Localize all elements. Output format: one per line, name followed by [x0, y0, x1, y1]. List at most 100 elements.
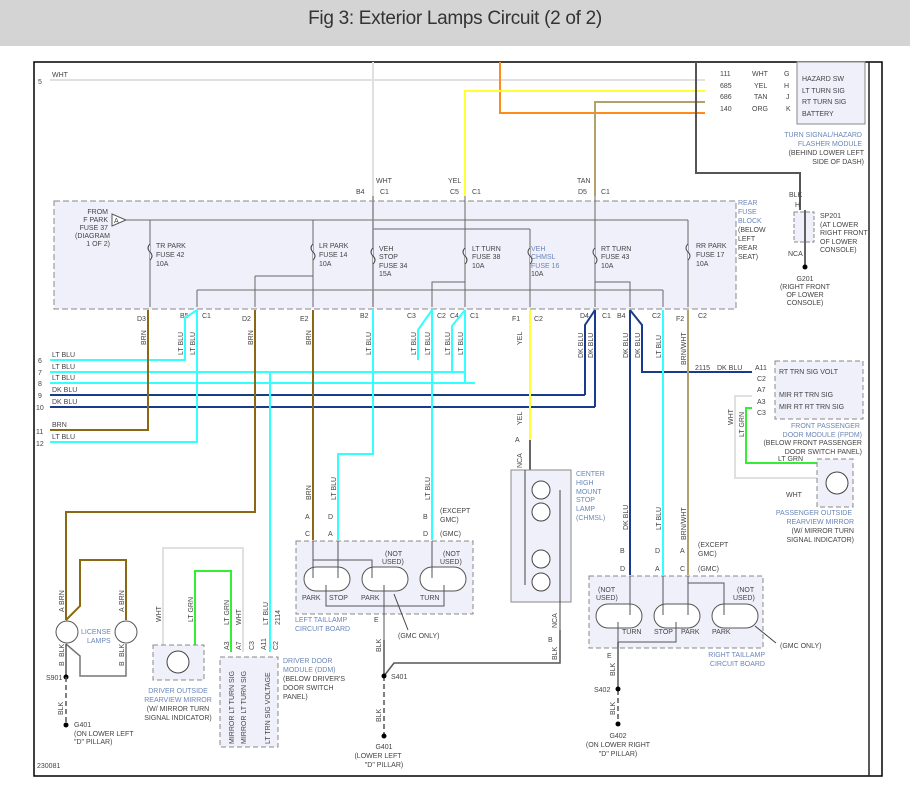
wire-brn-d2: [65, 310, 256, 620]
wire-yel: [464, 90, 705, 196]
diagram-label: A: [114, 218, 119, 225]
wire-segment: [162, 547, 244, 652]
diagram-label: OF LOWER: [786, 292, 823, 299]
diagram-label: 2115: [695, 365, 710, 372]
diagram-label: BLK: [376, 708, 383, 722]
diagram-label: LT BLU: [52, 364, 75, 371]
diagram-label: RT TURN: [601, 246, 631, 253]
diagram-label: LT TURN: [472, 246, 501, 253]
diagram-label: LAMP: [576, 506, 595, 513]
wire-segment: [754, 625, 777, 644]
wire-segment: [688, 582, 725, 615]
diagram-label: REAR: [738, 200, 757, 207]
diagram-label: TURN: [420, 595, 439, 602]
diagram-label: H: [795, 202, 800, 209]
diagram-label: F2: [676, 316, 684, 323]
diagram-label: 140: [720, 106, 732, 113]
wire-dk-blu-2115: [629, 309, 752, 373]
diagram-label: C1: [472, 189, 481, 196]
diagram-label: D4: [580, 313, 589, 320]
diagram-label: LT BLU: [52, 375, 75, 382]
diagram-label: CONSOLE): [820, 247, 857, 254]
splice-sp201: BLK H NCA SP201 (AT LOWER RIGHT FRONT OF…: [780, 192, 868, 307]
diagram-label: MODULE (DDM): [283, 667, 336, 674]
diagram-label: J: [786, 94, 790, 101]
splice-s402: [615, 686, 621, 692]
diagram-label: TURN SIGNAL/HAZARD: [784, 132, 862, 139]
diagram-label: A11: [261, 638, 268, 650]
page-title: Fig 3: Exterior Lamps Circuit (2 of 2): [308, 8, 602, 29]
diagram-label: FRONT PASSENGER: [791, 423, 860, 430]
vertical-wire-labels: BRN LT BLU LT BLU BRN BRN LT BLU LT BLU …: [141, 330, 803, 540]
diagram-label: A3: [224, 641, 231, 650]
diagram-label: STOP: [654, 629, 673, 636]
wire-segment: [745, 407, 820, 464]
diagram-label: BLK: [59, 643, 66, 657]
diagram-label: BRN: [306, 485, 313, 500]
wire-lt-blu-6: [50, 309, 198, 361]
diagram-label: F PARK: [83, 217, 108, 224]
diagram-label: FROM: [87, 209, 108, 216]
diagram-label: BLK: [552, 646, 559, 660]
diagram-label: F1: [512, 316, 520, 323]
diagram-label: REAR: [738, 245, 757, 252]
diagram-label: 9: [38, 393, 42, 400]
diagram-label: 10A: [319, 261, 332, 268]
diagram-label: YEL: [517, 332, 524, 345]
diagram-label: DRIVER OUTSIDE: [148, 688, 208, 695]
center-high-mount-stop-lamp: A NCA CENTER HIGH MOUNT STOP LAMP (CHMSL…: [510, 437, 605, 660]
diagram-label: D: [328, 514, 333, 521]
diagram-label: (GMC): [698, 566, 719, 573]
diagram-label: (ON LOWER RIGHT: [586, 742, 651, 749]
diagram-label: G401: [375, 744, 392, 751]
diagram-label: RIGHT TAILLAMP: [708, 652, 765, 659]
left-reference-labels: 6 LT BLU 7 LT BLU 8 LT BLU 9 DK BLU 10 D…: [36, 352, 77, 448]
diagram-label: LT GRN: [739, 412, 746, 437]
led-icon: [531, 480, 551, 500]
license-lamp-icon: [55, 620, 79, 644]
diagram-label: C1: [602, 313, 611, 320]
diagram-label: LT BLU: [366, 332, 373, 355]
diagram-label: PARK: [302, 595, 321, 602]
wire-segment: [584, 309, 596, 395]
diagram-label: CENTER: [576, 471, 605, 478]
bulb-socket-icon: [303, 566, 351, 592]
connector-arrow-icon: [111, 213, 128, 227]
wire-brn-11: [50, 310, 149, 431]
diagram-label: C5: [450, 189, 459, 196]
fuse-label: TR PARK FUSE 42 10A: [156, 243, 186, 268]
diagram-label: D2: [242, 316, 251, 323]
diagram-label: RIGHT FRONT: [820, 230, 868, 237]
diagram-label: USED): [382, 559, 404, 566]
diagram-label: C4: [450, 313, 459, 320]
diagram-label: (AT LOWER: [820, 222, 858, 229]
diagram-label: LT BLU: [425, 332, 432, 355]
ground-icon: [615, 721, 621, 727]
license-lamp-icon: [114, 620, 138, 644]
diagram-label: MIR RT RT TRN SIG: [779, 404, 844, 411]
diagram-label: E: [607, 653, 612, 660]
diagram-label: LT BLU: [52, 434, 75, 441]
diagram-label: B4: [617, 313, 626, 320]
fuse-block-bottom-pins: D3 B5 C1 D2 E2 B2 C3 C2 C4 C1 F1 C2 D4 C…: [137, 313, 707, 323]
diagram-label: D3: [137, 316, 146, 323]
diagram-label: FUSE 43: [601, 254, 630, 261]
wire-segment: [219, 656, 279, 748]
diagram-label: C2: [757, 376, 766, 383]
diagram-label: 11: [36, 429, 43, 436]
diagram-label: BRN: [52, 422, 67, 429]
wire-blk-flasher: [695, 62, 801, 210]
diagram-label: MIRROR LT TURN SIG: [241, 671, 248, 744]
diagram-label: LT GRN: [778, 456, 803, 463]
diagram-label: LT BLU: [445, 332, 452, 355]
diagram-label: GMC): [698, 551, 717, 558]
diagram-label: LT BLU: [52, 352, 75, 359]
bulb-socket-icon: [419, 566, 467, 592]
diagram-label: SIGNAL INDICATOR): [786, 537, 854, 544]
wire-segment: [313, 559, 373, 578]
diagram-label: FLASHER MODULE: [798, 141, 863, 148]
diagram-label: LICENSE: [81, 629, 111, 636]
wire-segment: [592, 247, 598, 265]
diagram-label: C3: [407, 313, 416, 320]
diagram-label: C1: [202, 313, 211, 320]
